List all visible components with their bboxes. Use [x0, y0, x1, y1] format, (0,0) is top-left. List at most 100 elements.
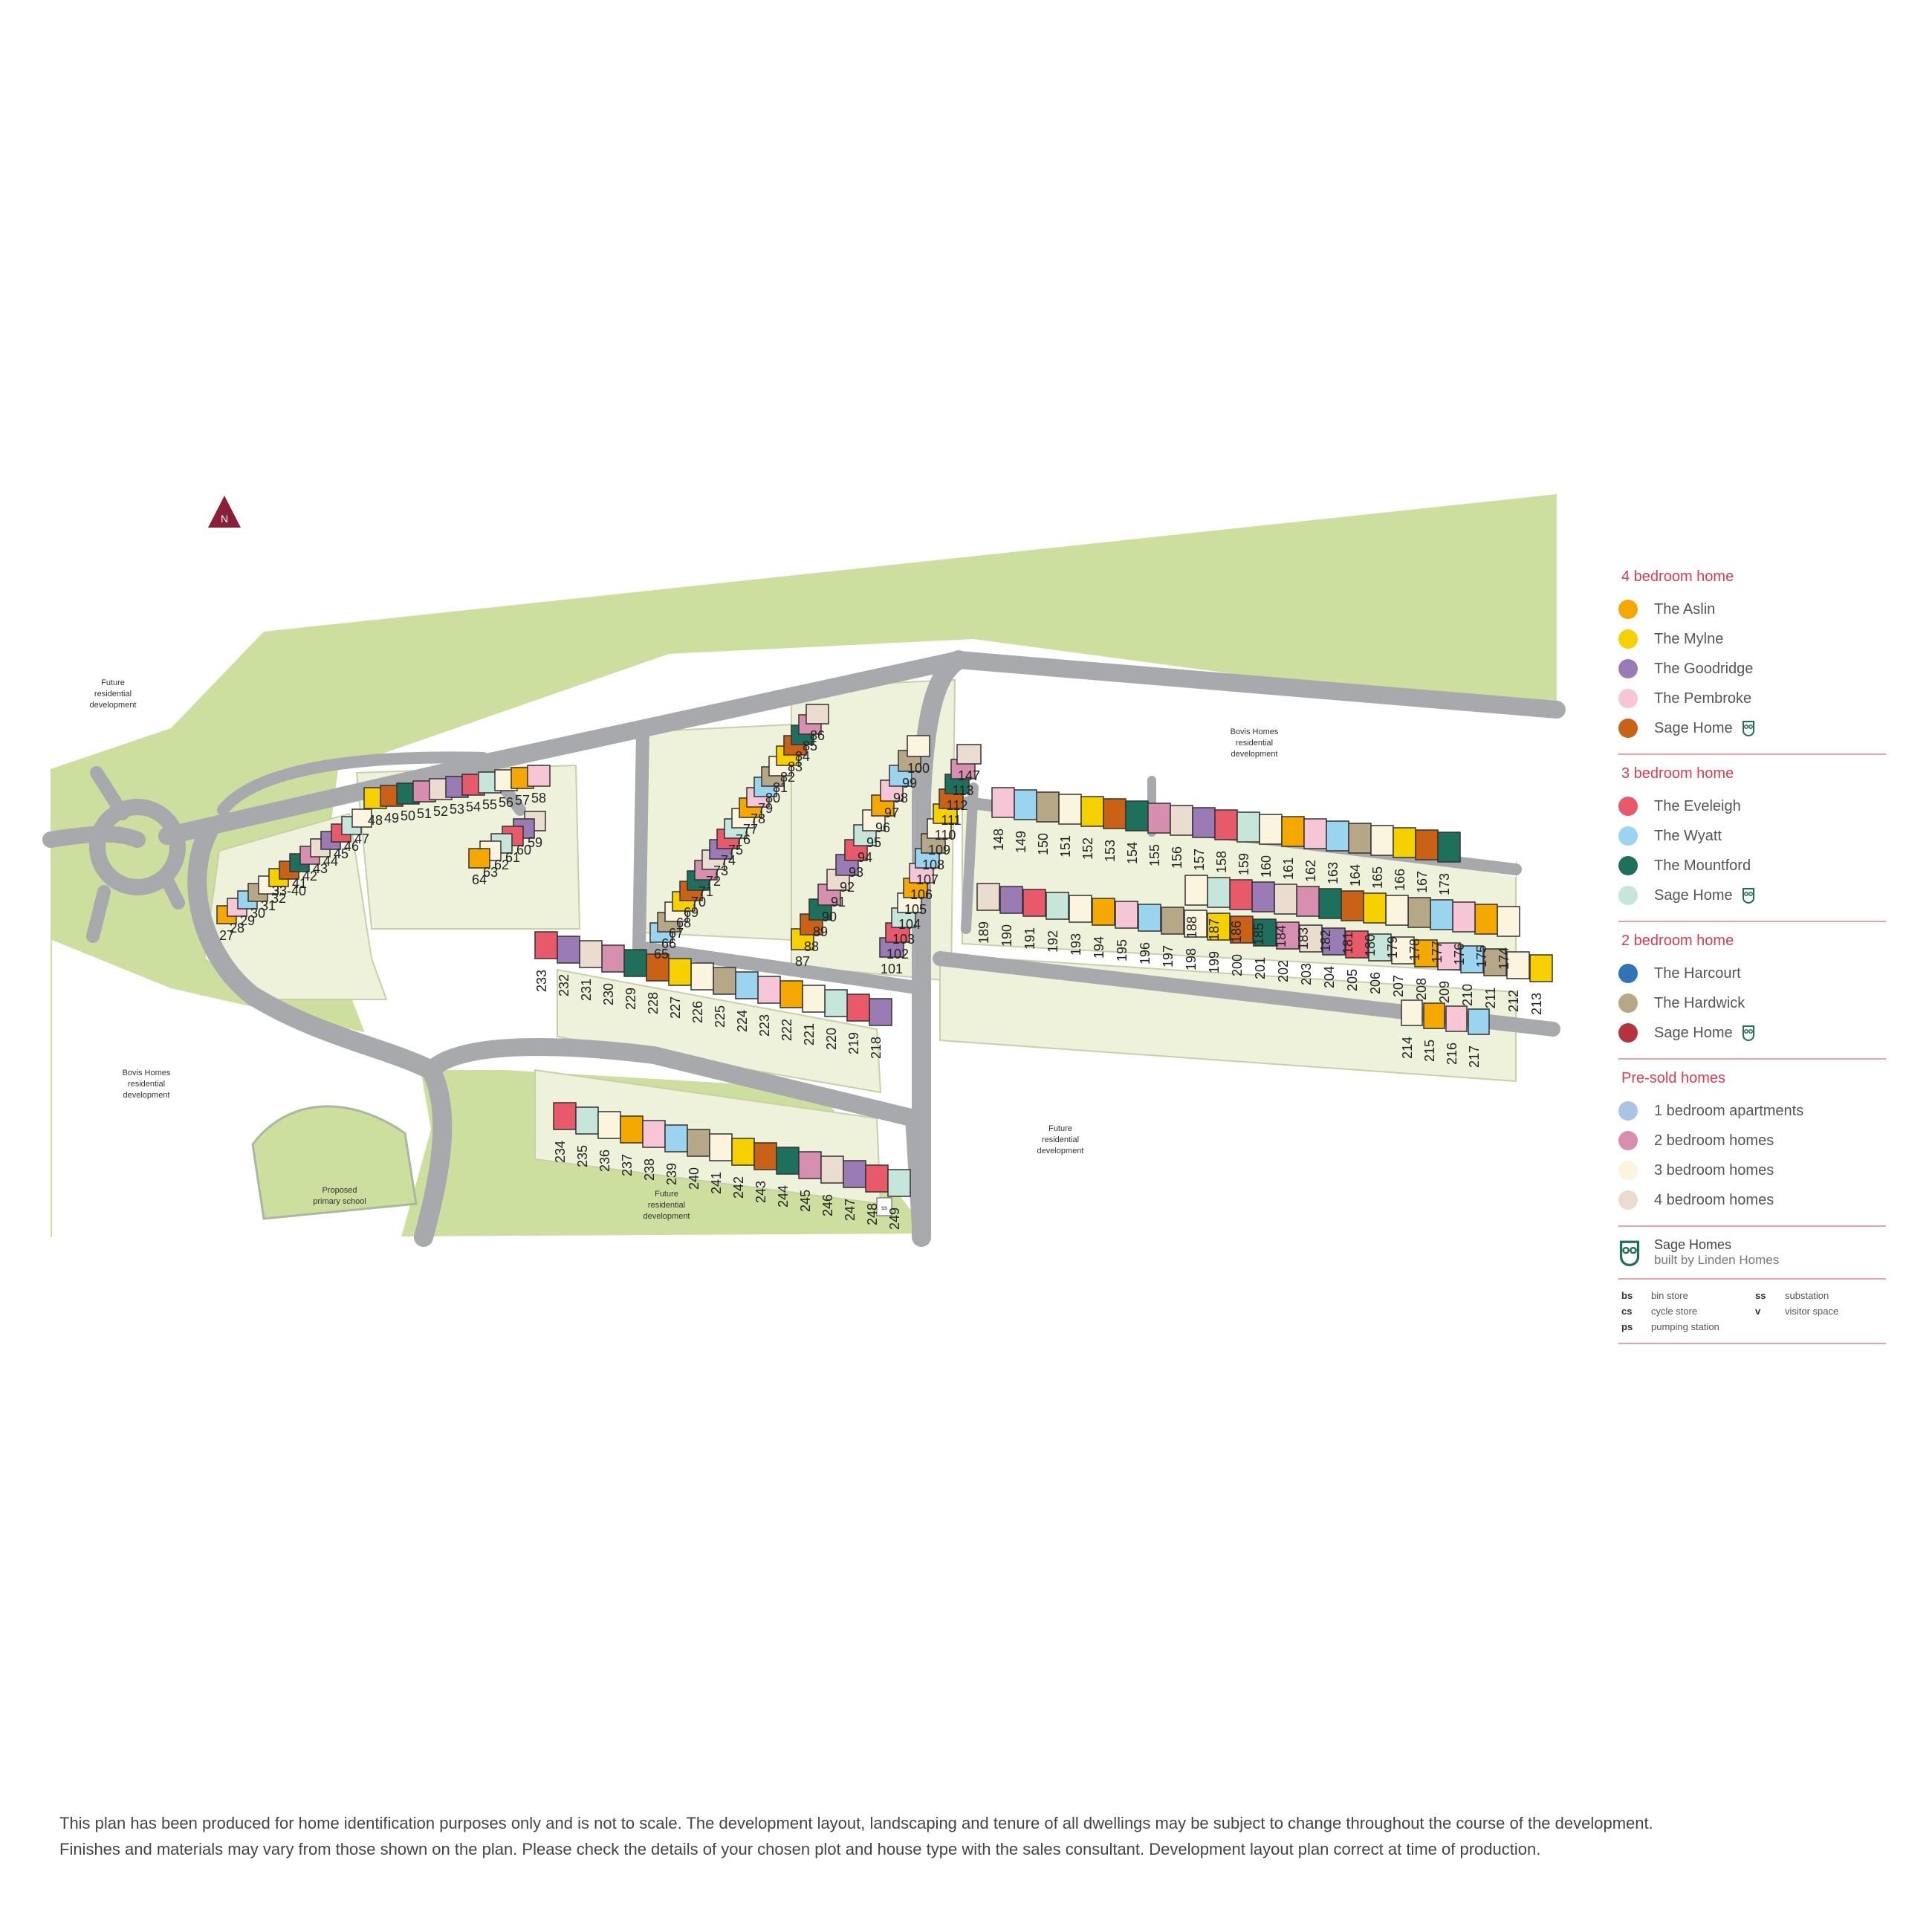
plot-number: 195	[1115, 939, 1129, 962]
plot-number: 30	[250, 906, 265, 921]
abbreviation-meaning: cycle store	[1651, 1306, 1698, 1317]
plot-number: 215	[1422, 1040, 1437, 1062]
plot-number: 247	[843, 1199, 858, 1221]
plot-number: 96	[875, 820, 890, 835]
plot-number: 88	[804, 939, 819, 954]
plot-number: 240	[687, 1167, 701, 1190]
house-footprint	[1125, 800, 1149, 832]
plot-number: 32	[271, 891, 286, 906]
plot-number: 63	[483, 865, 498, 880]
legend-swatch	[1618, 993, 1638, 1013]
plot-number: 175	[1474, 945, 1489, 967]
plot-number: 232	[557, 974, 571, 996]
plot-number: 29	[240, 913, 255, 928]
house-footprint	[601, 944, 625, 973]
north-arrow-icon	[208, 496, 241, 528]
substation-label: ss	[881, 1205, 887, 1211]
plot-number: 198	[1184, 948, 1199, 970]
plot-number: 51	[417, 806, 432, 821]
house-footprint	[1414, 939, 1438, 967]
legend-label: 3 bedroom homes	[1654, 1161, 1774, 1179]
disclaimer-line-1: This plan has been produced for home ide…	[59, 1814, 1653, 1832]
house-footprint	[887, 1169, 911, 1197]
house-footprint	[1281, 816, 1305, 847]
plot-number: 94	[858, 850, 872, 865]
plot-number: 155	[1147, 844, 1162, 866]
plot-number: 192	[1046, 930, 1060, 953]
plot-number: 242	[731, 1176, 746, 1199]
legend-label: 2 bedroom homes	[1654, 1132, 1774, 1149]
sage-brand-title: Sage Homes	[1654, 1237, 1732, 1252]
plot-number: 76	[736, 832, 751, 847]
plot-number: 223	[757, 1014, 772, 1037]
abbreviation-meaning: bin store	[1651, 1290, 1688, 1301]
plot-number: 104	[898, 917, 921, 932]
plot-number: 233	[534, 970, 549, 992]
house-footprint	[805, 704, 829, 724]
house-footprint	[1370, 825, 1394, 856]
house-footprint	[1184, 875, 1208, 906]
plot-number: 212	[1506, 990, 1521, 1012]
plot-number: 180	[1363, 934, 1378, 956]
plot-number: 248	[865, 1203, 880, 1225]
legend-item: The Hardwick	[1618, 988, 1886, 1018]
plot-number: 201	[1253, 957, 1268, 979]
plot-number: 79	[758, 801, 773, 816]
house-footprint	[779, 980, 803, 1008]
plot-number: 151	[1058, 835, 1073, 858]
plot-number: 234	[553, 1141, 568, 1163]
sage-owl-icon	[1619, 1240, 1640, 1266]
house-footprint	[1303, 818, 1327, 849]
house-footprint	[1437, 832, 1461, 863]
plot-number: 70	[691, 895, 706, 910]
house-footprint	[1445, 1005, 1468, 1032]
house-footprint	[1014, 789, 1037, 820]
house-footprint	[468, 848, 490, 869]
plot-number: 33-40	[272, 884, 306, 898]
house-footprint	[1184, 910, 1208, 938]
legend-label: The Aslin	[1654, 600, 1716, 617]
house-footprint	[620, 1115, 644, 1144]
plot-number: 44	[323, 854, 338, 869]
plot-number: 164	[1348, 864, 1363, 886]
legend-item: 3 bedroom homes	[1618, 1155, 1886, 1185]
plot-number: 97	[884, 805, 899, 820]
plot-number: 89	[813, 924, 828, 939]
legend-label: The Hardwick	[1654, 994, 1745, 1011]
plot-number: 166	[1393, 869, 1407, 891]
plot-number: 27	[219, 928, 234, 943]
plot-number: 48	[368, 813, 383, 828]
house-footprint	[713, 967, 736, 995]
plot-number: 182	[1318, 930, 1333, 952]
plot-number: 177	[1430, 941, 1445, 963]
house-footprint	[1092, 898, 1115, 926]
plot-number: 162	[1303, 860, 1318, 882]
plot-number: 218	[869, 1037, 884, 1059]
house-footprint	[1230, 915, 1254, 944]
plot-number: 189	[976, 921, 991, 944]
plot-number: 82	[780, 770, 795, 785]
plot-number: 165	[1370, 866, 1385, 889]
house-footprint	[527, 765, 551, 787]
plot-number: 227	[668, 996, 683, 1019]
plot-number: 103	[892, 932, 915, 947]
plot-number: 161	[1281, 858, 1296, 880]
plot-number: 46	[344, 839, 359, 854]
house-footprint	[1437, 942, 1461, 970]
plot-number: 217	[1467, 1046, 1482, 1068]
plot-number: 78	[751, 811, 765, 826]
legend-swatch	[1618, 1023, 1638, 1043]
plot-number: 213	[1529, 993, 1544, 1015]
plot-number: 243	[753, 1181, 768, 1203]
house-footprint	[1299, 924, 1323, 953]
sage-owl-icon	[1742, 721, 1754, 736]
plot-number: 72	[706, 874, 721, 889]
sage-owl-icon	[1742, 888, 1754, 904]
plot-number: 245	[798, 1190, 813, 1212]
house-footprint	[1296, 886, 1320, 917]
